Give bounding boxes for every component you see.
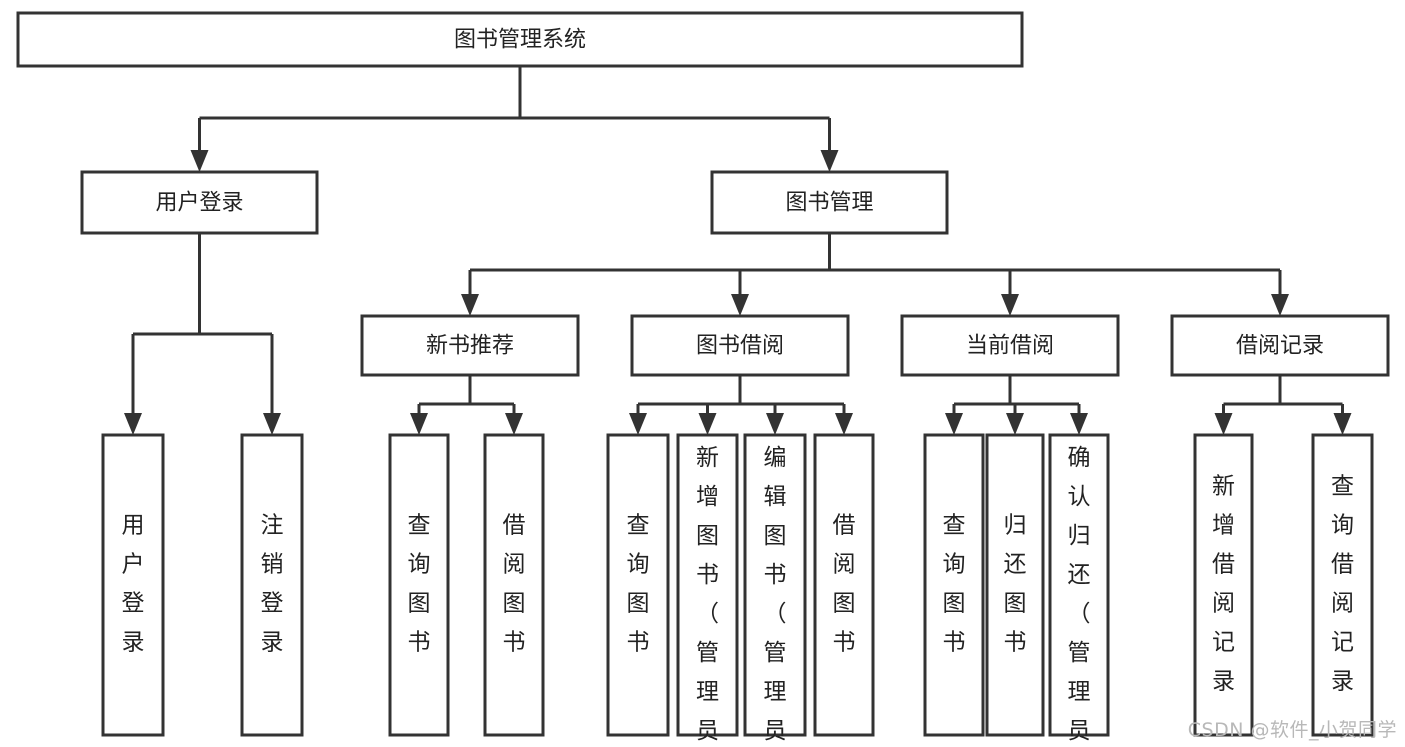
arrow-head-icon [410, 413, 428, 435]
node-label: 确认归还（管理员） [1068, 445, 1091, 747]
arrow-head-icon [766, 413, 784, 435]
node-leaf-return-book[interactable]: 归还图书 [985, 433, 1045, 737]
edge-group-new-book-rec [410, 375, 523, 435]
node-box [16, 11, 1024, 68]
node-leaf-user-login[interactable]: 用户登录 [101, 433, 165, 737]
node-label: 查询借阅记录 [1331, 474, 1354, 695]
arrow-head-icon [698, 413, 717, 435]
edge-group-current-borrow [945, 375, 1088, 435]
node-box [388, 433, 450, 737]
node-label: 查询图书 [627, 513, 650, 656]
arrow-head-icon [945, 413, 963, 435]
node-label: 借阅图书 [503, 513, 526, 656]
arrow-head-icon [629, 413, 647, 435]
node-label: 编辑图书（管理员） [764, 445, 787, 747]
node-new-book-rec[interactable]: 新书推荐 [360, 314, 580, 377]
arrow-head-icon [1333, 413, 1352, 435]
arrow-head-icon [1006, 413, 1024, 435]
arrow-head-icon [461, 294, 479, 316]
node-box [483, 433, 545, 737]
arrow-head-icon [1001, 294, 1019, 316]
node-root[interactable]: 图书管理系统 [16, 11, 1024, 68]
node-label: 查询图书 [408, 513, 431, 656]
node-box [1048, 433, 1110, 737]
node-box [101, 433, 165, 737]
node-box [360, 314, 580, 377]
node-label: 当前借阅 [966, 334, 1054, 359]
arrow-head-icon [731, 294, 749, 316]
edge-group-book-borrow [629, 375, 853, 435]
edge-group-book-manage [461, 233, 1289, 316]
node-box [630, 314, 850, 377]
connector-layer [124, 66, 1352, 435]
node-box [676, 433, 739, 737]
node-label: 归还图书 [1004, 513, 1027, 656]
node-layer: 图书管理系统用户登录图书管理新书推荐图书借阅当前借阅借阅记录用户登录注销登录查询… [16, 11, 1390, 747]
edge-group-root [190, 66, 839, 172]
node-leaf-add-book[interactable]: 新增图书（管理员） [676, 433, 739, 747]
arrow-head-icon [1214, 413, 1233, 435]
node-box [1311, 433, 1374, 737]
arrow-head-icon [124, 413, 142, 435]
node-box [985, 433, 1045, 737]
node-label: 新书推荐 [426, 334, 514, 359]
node-leaf-confirm-return[interactable]: 确认归还（管理员） [1048, 433, 1110, 747]
arrow-head-icon [1070, 413, 1088, 435]
node-label: 图书管理 [785, 191, 873, 216]
node-label: 用户登录 [155, 191, 243, 216]
node-label: 借阅图书 [833, 513, 856, 656]
node-label: 查询图书 [943, 513, 966, 656]
node-box [240, 433, 304, 737]
arrow-head-icon [1271, 294, 1289, 316]
node-leaf-add-record[interactable]: 新增借阅记录 [1193, 433, 1254, 737]
arrow-head-icon [263, 413, 281, 435]
node-box [710, 170, 949, 235]
node-box [900, 314, 1120, 377]
node-leaf-borrow-book-1[interactable]: 借阅图书 [483, 433, 545, 737]
node-label: 借阅记录 [1236, 334, 1324, 359]
node-leaf-query-record[interactable]: 查询借阅记录 [1311, 433, 1374, 737]
node-box [80, 170, 319, 235]
node-box [1193, 433, 1254, 737]
node-user-login[interactable]: 用户登录 [80, 170, 319, 235]
node-book-manage[interactable]: 图书管理 [710, 170, 949, 235]
node-borrow-record[interactable]: 借阅记录 [1170, 314, 1390, 377]
node-current-borrow[interactable]: 当前借阅 [900, 314, 1120, 377]
node-box [813, 433, 875, 737]
edge-group-user-login [124, 233, 281, 435]
arrow-head-icon [835, 413, 853, 435]
node-label: 图书管理系统 [454, 28, 586, 53]
node-leaf-user-logout[interactable]: 注销登录 [240, 433, 304, 737]
node-label: 用户登录 [122, 513, 145, 656]
node-label: 图书借阅 [696, 334, 784, 359]
node-box [606, 433, 670, 737]
node-book-borrow[interactable]: 图书借阅 [630, 314, 850, 377]
arrow-head-icon [190, 150, 209, 172]
node-leaf-query-book-2[interactable]: 查询图书 [606, 433, 670, 737]
node-leaf-borrow-book-2[interactable]: 借阅图书 [813, 433, 875, 737]
arrow-head-icon [505, 413, 523, 435]
node-label: 新增借阅记录 [1212, 474, 1235, 695]
node-box [743, 433, 807, 737]
node-box [923, 433, 985, 737]
node-leaf-edit-book[interactable]: 编辑图书（管理员） [743, 433, 807, 747]
node-box [1170, 314, 1390, 377]
arrow-head-icon [820, 150, 839, 172]
node-leaf-query-book-1[interactable]: 查询图书 [388, 433, 450, 737]
node-leaf-query-book-3[interactable]: 查询图书 [923, 433, 985, 737]
node-label: 注销登录 [261, 513, 284, 656]
node-label: 新增图书（管理员） [696, 445, 719, 747]
edge-group-borrow-record [1214, 375, 1352, 435]
